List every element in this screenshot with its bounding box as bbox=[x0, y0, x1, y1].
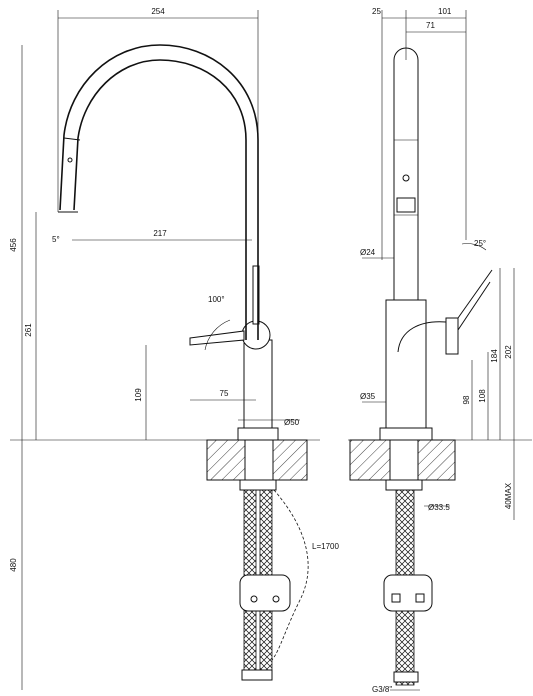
faucet-base-ring-left bbox=[237, 427, 279, 441]
label-254: 254 bbox=[151, 7, 165, 16]
hose-fitting-left bbox=[241, 669, 273, 681]
lever-arm-right-2 bbox=[457, 281, 491, 331]
left-view: 254 456 261 109 480 217 75 100° 5° Ø50 L… bbox=[9, 7, 339, 690]
label-480: 480 bbox=[9, 558, 18, 572]
label-dia33-5: Ø33.5 bbox=[428, 503, 450, 512]
pullout-hose-path bbox=[271, 489, 309, 661]
connector-nut-left bbox=[239, 479, 277, 491]
lever-handle-left bbox=[189, 330, 245, 346]
faucet-base-gap-right bbox=[389, 439, 419, 481]
spout-joint bbox=[63, 137, 81, 141]
label-101: 101 bbox=[438, 7, 452, 16]
body-right bbox=[385, 299, 427, 441]
spray-button-right bbox=[402, 174, 410, 182]
label-98: 98 bbox=[462, 395, 471, 404]
weight-block-left bbox=[239, 574, 291, 612]
label-dia50: Ø50 bbox=[284, 418, 300, 427]
label-dia24: Ø24 bbox=[360, 248, 376, 257]
spout-column-right bbox=[393, 47, 419, 301]
label-184: 184 bbox=[490, 349, 499, 363]
hose-fitting-right bbox=[393, 671, 419, 683]
label-5deg: 5° bbox=[52, 235, 60, 244]
weight-screw-2 bbox=[272, 595, 280, 603]
body-curve-right bbox=[397, 321, 447, 353]
spray-face bbox=[396, 197, 416, 213]
label-456: 456 bbox=[9, 238, 18, 252]
label-25deg: 25° bbox=[474, 239, 486, 248]
label-100deg: 100° bbox=[208, 295, 225, 304]
label-hose-length: L=1700 bbox=[312, 542, 339, 551]
label-71: 71 bbox=[426, 21, 435, 30]
angle-arc-100 bbox=[204, 319, 231, 351]
label-thread: G3/8" bbox=[372, 685, 392, 694]
label-261: 261 bbox=[24, 323, 33, 337]
connector-nut-right bbox=[385, 479, 423, 491]
label-217: 217 bbox=[153, 229, 167, 238]
faucet-body-left bbox=[243, 339, 273, 441]
faucet-base-gap-left bbox=[244, 439, 274, 481]
lever-right bbox=[445, 317, 459, 355]
label-40max: 40MAX bbox=[504, 482, 513, 509]
label-108: 108 bbox=[478, 389, 487, 403]
right-view: 25 101 71 Ø24 25° Ø35 98 108 184 202 40M… bbox=[348, 7, 532, 694]
weight-slot-1 bbox=[391, 593, 401, 603]
angle-arc-25 bbox=[461, 243, 487, 251]
spout-arch-inner bbox=[73, 59, 247, 340]
lever-top-left bbox=[252, 265, 260, 325]
lever-arm-right bbox=[457, 269, 493, 319]
weight-screw-1 bbox=[250, 595, 258, 603]
spout-arch-outer bbox=[59, 44, 259, 340]
label-dia35: Ø35 bbox=[360, 392, 376, 401]
weight-block-right bbox=[383, 574, 433, 612]
spray-button bbox=[67, 157, 73, 163]
weight-slot-2 bbox=[415, 593, 425, 603]
label-25: 25 bbox=[372, 7, 381, 16]
base-ring-right bbox=[379, 427, 433, 441]
label-75: 75 bbox=[220, 389, 229, 398]
label-202: 202 bbox=[504, 345, 513, 359]
label-109: 109 bbox=[134, 388, 143, 402]
